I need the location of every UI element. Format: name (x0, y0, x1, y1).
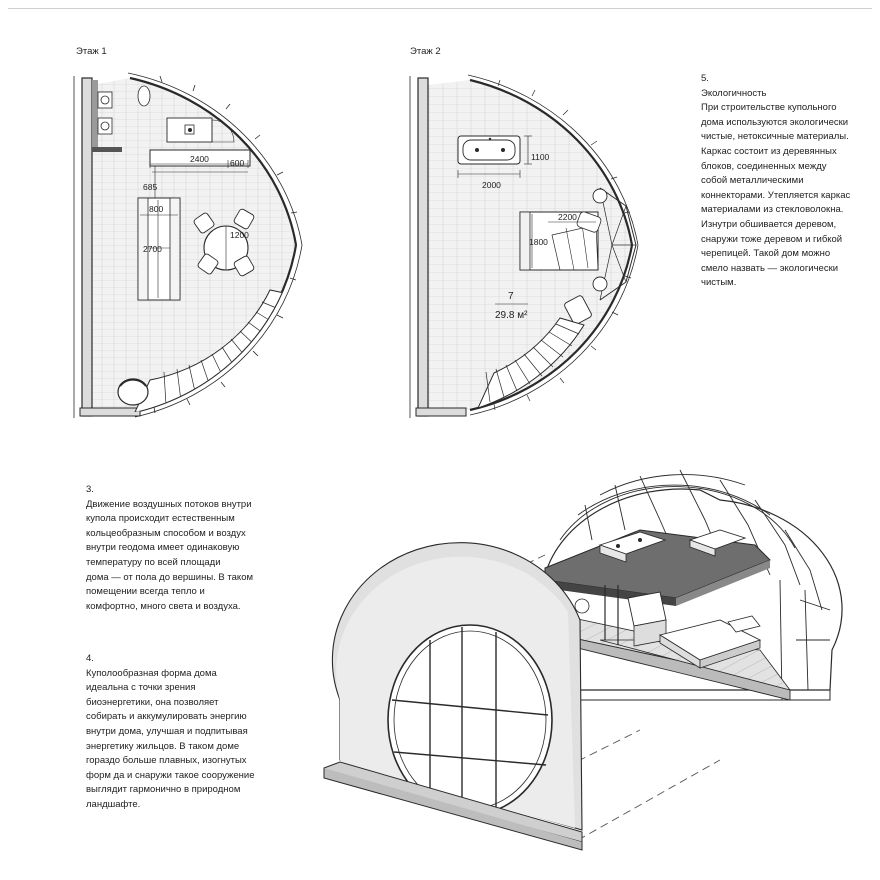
note-line: блоков, соединенных между (701, 160, 827, 172)
note-line: чистым. (701, 277, 737, 289)
note-line: Каркас состоит из деревянных (701, 145, 837, 157)
room-number: 7 (508, 291, 514, 302)
note-line: Движение воздушных потоков внутри (86, 498, 252, 510)
note-air-flow: 3. Движение воздушных потоков внутри куп… (86, 483, 253, 614)
note-line: дома используются экологически (701, 116, 849, 128)
note-line: кольцеобразным способом и воздух (86, 527, 246, 539)
floor1-plan: 2400 600 685 800 1200 2700 (73, 72, 303, 418)
note-line: черепицей. Такой дом можно (701, 248, 831, 260)
dim-2400: 2400 (190, 154, 209, 164)
note-line: чистые, нетоксичные материалы. (701, 131, 849, 143)
page-frame (8, 8, 872, 872)
floor2-plan: 1100 2000 2200 1800 7 29.8 м² (409, 74, 639, 418)
note-line: дома — от пола до вершины. В таком (86, 571, 254, 583)
note-line: материалами из стекловолокна. (701, 204, 844, 216)
note-line: выглядит гармонично в природном (86, 784, 241, 796)
note-line: гораздо больше плавных, изогнутых (86, 755, 247, 767)
note-line: идеальна с точки зрения (86, 682, 196, 694)
note-line: комфортно, много света и воздуха. (86, 600, 241, 612)
note-line: смело назвать — экологически (701, 262, 839, 274)
room-area: 29.8 м² (495, 310, 528, 321)
note-line: энергетику жильцов. В таком доме (86, 740, 240, 752)
note-line: Экологичность (701, 87, 767, 99)
note-line: внутри геодома имеет одинаковую (86, 542, 240, 554)
dim-2000: 2000 (482, 180, 501, 190)
arch-facade (323, 542, 583, 851)
note-line: купола происходит естественным (86, 513, 235, 525)
dim-800: 800 (149, 204, 163, 214)
dim-600: 600 (230, 158, 244, 168)
note-number: 3. (86, 484, 94, 495)
note-line: собирать и аккумулировать энергию (86, 711, 247, 723)
dim-685: 685 (143, 182, 157, 192)
dim-2700: 2700 (143, 244, 162, 254)
note-line: собой металлическими (701, 175, 804, 187)
note-line: внутри дома, улучшая и подпитывая (86, 725, 248, 737)
note-number: 5. (701, 73, 709, 84)
note-number: 4. (86, 653, 94, 664)
note-line: помещении всегда тепло и (86, 586, 205, 598)
note-line: Изнутри обшивается деревом, (701, 218, 837, 230)
note-ecology: 5. Экологичность При строительстве купол… (701, 72, 850, 291)
dim-1800: 1800 (529, 237, 548, 247)
note-line: биоэнергетики, она позволяет (86, 696, 219, 708)
note-bioenergetics: 4. Куполообразная форма дома идеальна с … (86, 652, 255, 813)
note-line: температуру по всей площади (86, 556, 221, 568)
note-line: Куполообразная форма дома (86, 667, 217, 679)
floor1-title: Этаж 1 (76, 46, 107, 57)
dim-2200: 2200 (558, 212, 577, 222)
note-line: снаружи тоже деревом и гибкой (701, 233, 843, 245)
note-line: форм да и снаружи такое сооружение (86, 769, 255, 781)
dim-1100: 1100 (531, 152, 550, 162)
note-line: коннекторами. Утепляется каркас (701, 189, 851, 201)
note-line: При строительстве купольного (701, 102, 837, 114)
dim-1200: 1200 (230, 230, 249, 240)
floor2-title: Этаж 2 (410, 46, 441, 57)
note-line: ландшафте. (86, 798, 141, 810)
